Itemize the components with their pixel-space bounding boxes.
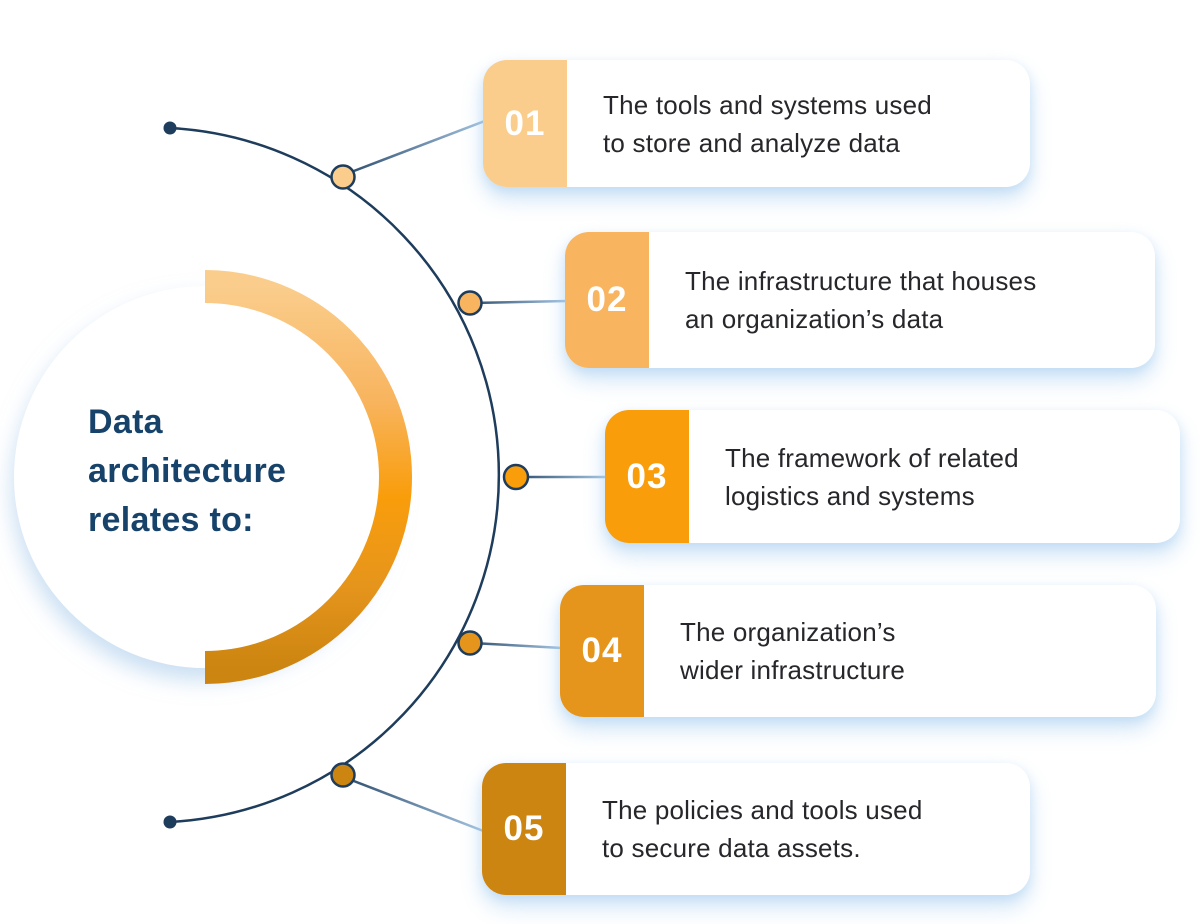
- card-text-line: an organization’s data: [685, 304, 944, 334]
- card-text: The infrastructure that houses an organi…: [649, 232, 1155, 368]
- card-text-line: The tools and systems used: [603, 89, 932, 120]
- card-text-line: to secure data assets.: [602, 833, 861, 863]
- node-dot-2: [457, 290, 483, 316]
- card-number-badge: 05: [482, 763, 566, 895]
- hub-title-line: architecture: [88, 452, 287, 490]
- arc-end-dot-top: [163, 121, 177, 135]
- card-number-badge: 02: [565, 232, 649, 368]
- card-number-badge: 04: [560, 585, 644, 717]
- card-text: The policies and tools used to secure da…: [566, 763, 1030, 895]
- connector-line-1: [345, 117, 491, 176]
- connector-line-4: [471, 641, 563, 650]
- card-04: 04 The organization’s wider infrastructu…: [560, 585, 1156, 717]
- hub-title: Data architecture relates to:: [88, 398, 388, 545]
- card-number-badge: 03: [605, 410, 689, 543]
- card-text-line: The infrastructure that houses: [685, 266, 1037, 296]
- card-text-line: wider infrastructure: [680, 655, 906, 685]
- hub-ring-arc: [204, 270, 412, 684]
- card-text-line: logistics and systems: [725, 480, 975, 511]
- card-text: The tools and systems used to store and …: [567, 60, 1030, 187]
- card-number-badge: 01: [483, 60, 567, 187]
- node-dot-4: [457, 630, 483, 656]
- card-text-line: The framework of related: [725, 442, 1019, 473]
- node-dot-5: [330, 762, 356, 788]
- hub-title-line: Data: [88, 403, 163, 441]
- card-01: 01 The tools and systems used to store a…: [483, 60, 1030, 187]
- card-02: 02 The infrastructure that houses an org…: [565, 232, 1155, 368]
- connector-line-5: [345, 776, 487, 834]
- node-dot-3: [502, 463, 530, 491]
- arc-end-dot-bottom: [163, 815, 177, 829]
- card-text: The organization’s wider infrastructure: [644, 585, 1156, 717]
- node-dot-1: [330, 164, 356, 190]
- card-text: The framework of related logistics and s…: [689, 410, 1180, 543]
- card-text-line: The policies and tools used: [602, 795, 923, 825]
- timeline-arc: [169, 126, 501, 824]
- hub-circle: [14, 286, 396, 668]
- card-03: 03 The framework of related logistics an…: [605, 410, 1180, 543]
- connector-line-2: [471, 299, 568, 305]
- hub-title-line: relates to:: [88, 501, 254, 539]
- card-text-line: The organization’s: [680, 617, 896, 647]
- card-text-line: to store and analyze data: [603, 127, 900, 158]
- card-05: 05 The policies and tools used to secure…: [482, 763, 1030, 895]
